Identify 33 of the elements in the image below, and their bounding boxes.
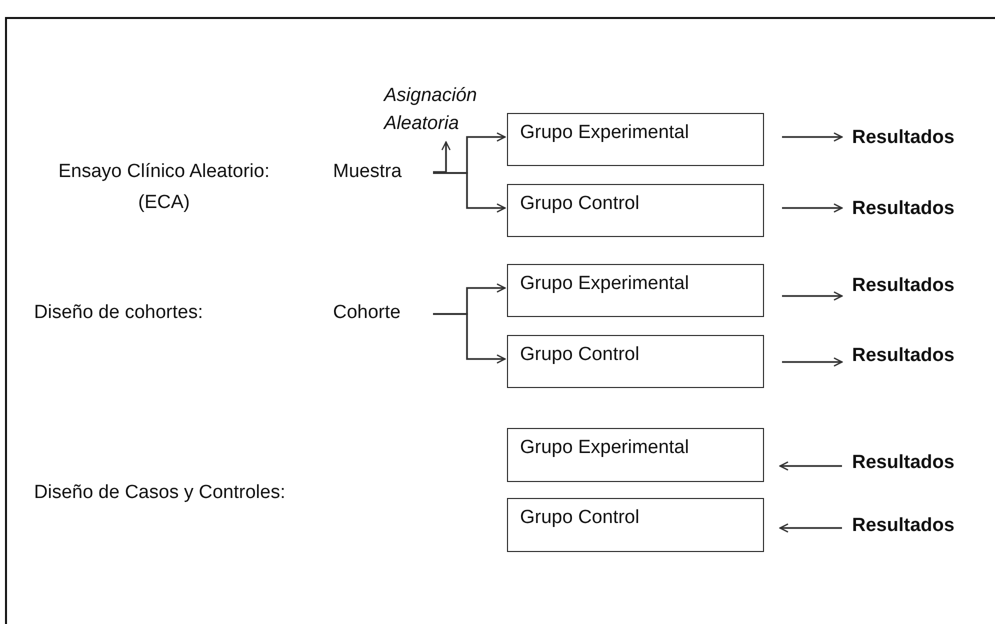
group-label: Grupo Control: [520, 192, 640, 216]
group-box: [507, 335, 764, 388]
design-label: Diseño de Casos y Controles:: [34, 481, 286, 505]
result-text: Resultados: [852, 514, 954, 538]
group-label: Grupo Control: [520, 506, 640, 530]
arrow: [782, 357, 843, 367]
group-label: Grupo Experimental: [520, 121, 689, 145]
arrow: [433, 141, 451, 173]
group-label: Grupo Experimental: [520, 272, 689, 296]
group-box: [507, 184, 764, 237]
arrow: [782, 132, 843, 142]
group-box: [507, 113, 764, 166]
arrow: [433, 313, 506, 364]
result-text: Resultados: [852, 126, 954, 150]
result-text: Resultados: [852, 197, 954, 221]
node-text: Asignación Aleatoria: [384, 84, 478, 136]
result-text: Resultados: [852, 274, 954, 298]
design-label: Ensayo Clínico Aleatorio: (ECA): [57, 160, 271, 215]
arrow: [779, 461, 842, 471]
arrow: [433, 172, 506, 213]
arrow: [779, 523, 842, 533]
group-box: [507, 264, 764, 317]
group-label: Grupo Control: [520, 343, 640, 367]
arrow: [782, 203, 843, 213]
design-label: Diseño de cohortes:: [34, 301, 204, 325]
node-text: Muestra: [333, 160, 402, 184]
arrow: [782, 291, 843, 301]
node-text: Cohorte: [333, 301, 401, 325]
result-text: Resultados: [852, 451, 954, 475]
result-text: Resultados: [852, 344, 954, 368]
group-label: Grupo Experimental: [520, 436, 689, 460]
group-box: [507, 498, 764, 552]
group-box: [507, 428, 764, 482]
